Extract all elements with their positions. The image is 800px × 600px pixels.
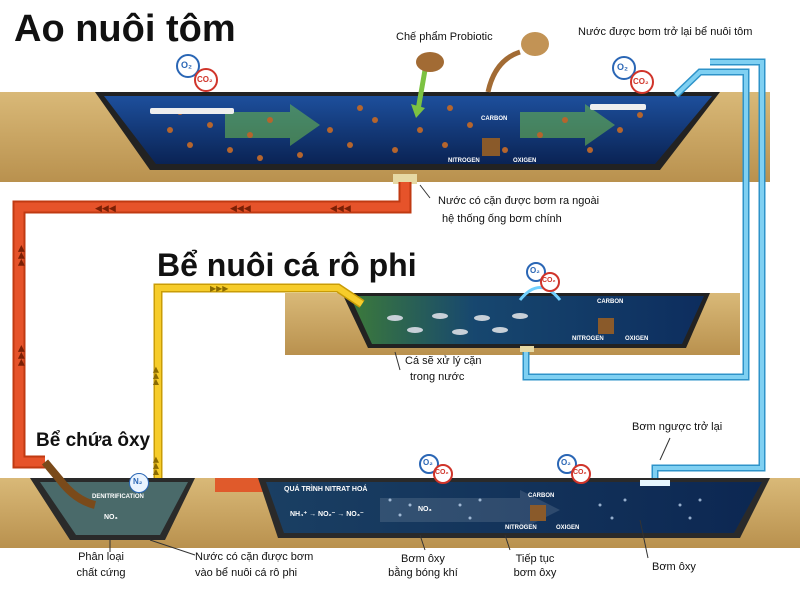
yellow-pipe-arrows: ▶▶▶ ▶▶▶ ▶▶▶ bbox=[151, 284, 229, 475]
co2-icon: CO₂ bbox=[433, 464, 453, 484]
flow-arrow bbox=[520, 104, 615, 146]
yellow-pipe bbox=[155, 285, 364, 520]
svg-text:◀◀◀: ◀◀◀ bbox=[17, 345, 27, 366]
label-sludge-to-fish-2: vào bể nuôi cá rô phi bbox=[195, 567, 298, 579]
title-shrimp-pond: Ao nuôi tôm bbox=[14, 8, 236, 50]
co2-icon: CO₂ bbox=[571, 464, 591, 484]
probiotic-pour bbox=[485, 49, 521, 93]
fountain bbox=[518, 286, 562, 301]
bottom-system bbox=[0, 459, 800, 548]
oxygen-label-tilapia: OXIGEN bbox=[625, 336, 649, 342]
organic-matter bbox=[530, 505, 546, 521]
label-oxy-pump: Bơm ôxy bbox=[652, 561, 696, 573]
label-air-pump-1: Bơm ôxy bbox=[401, 553, 445, 565]
n2-icon: N₂ bbox=[129, 473, 149, 493]
label-probiotic: Chế phẩm Probiotic bbox=[396, 31, 493, 43]
flow-arrow bbox=[380, 490, 560, 530]
fish-group bbox=[387, 313, 528, 335]
o2-text: O₂ bbox=[423, 458, 433, 467]
no3-label: NO₃ bbox=[104, 514, 118, 521]
svg-text:◀◀◀: ◀◀◀ bbox=[95, 203, 116, 213]
co2-text: CO₂ bbox=[542, 277, 556, 284]
nitrogen-label-bottom: NITROGEN bbox=[505, 525, 537, 531]
tilapia-water bbox=[350, 296, 704, 344]
organic-matter bbox=[482, 138, 500, 156]
co2-icon: CO₂ bbox=[630, 70, 654, 94]
label-continue-1: Tiếp tục bbox=[515, 553, 555, 565]
waste-chute bbox=[41, 459, 97, 509]
title-oxygen-tank: Bể chứa ôxy bbox=[36, 430, 151, 451]
label-sludge-out-2: hệ thống ống bơm chính bbox=[442, 213, 562, 225]
co2-text: CO₂ bbox=[573, 469, 587, 476]
leader-lines bbox=[109, 184, 671, 559]
nitrification-label: QUÁ TRÌNH NITRAT HOÁ bbox=[284, 486, 368, 493]
probiotic-bag-right bbox=[521, 32, 549, 56]
shrimp-group bbox=[167, 105, 643, 161]
o2-text: O₂ bbox=[617, 62, 628, 72]
n2-text: N₂ bbox=[133, 477, 143, 486]
svg-text:▶▶▶: ▶▶▶ bbox=[151, 456, 160, 475]
label-fish-process-2: trong nước bbox=[410, 371, 465, 383]
label-sludge-to-fish-1: Nước có cặn được bơm bbox=[195, 551, 314, 563]
denitrification-label: DENITRIFICATION bbox=[92, 494, 144, 500]
label-classify-2: chất cứng bbox=[76, 567, 126, 579]
o2-text: O₂ bbox=[181, 60, 192, 70]
o2-text: O₂ bbox=[561, 458, 571, 467]
label-pump-back: Bơm ngược trở lại bbox=[632, 421, 723, 433]
shrimp-pond bbox=[0, 92, 770, 184]
label-sludge-out-1: Nước có cặn được bơm ra ngoài bbox=[438, 195, 600, 207]
oxygen-label: OXIGEN bbox=[513, 158, 537, 164]
co2-text: CO₂ bbox=[435, 469, 449, 476]
probiotic-arrowhead bbox=[411, 104, 425, 118]
co2-text: CO₂ bbox=[197, 75, 213, 84]
red-pipe-arrows: ◀◀◀ ◀◀◀ ◀◀◀ ◀◀◀ ◀◀◀ bbox=[17, 203, 351, 366]
label-air-pump-2: bằng bóng khí bbox=[388, 567, 458, 579]
co2-text: CO₂ bbox=[633, 77, 649, 86]
nitrogen-label: NITROGEN bbox=[448, 158, 480, 164]
carbon-label-bottom: CARBON bbox=[528, 493, 555, 499]
svg-text:◀◀◀: ◀◀◀ bbox=[330, 203, 351, 213]
probiotic-arrow bbox=[415, 69, 428, 111]
blue-pipe-1 bbox=[524, 70, 748, 379]
nitrification-formula: NH₄⁺ → NO₂⁻ → NO₃⁻ bbox=[290, 511, 364, 518]
svg-text:◀◀◀: ◀◀◀ bbox=[230, 203, 251, 213]
bubbles bbox=[388, 498, 702, 520]
organic-matter bbox=[598, 318, 614, 334]
label-fish-process-1: Cá sẽ xử lý cặn bbox=[405, 355, 482, 367]
oxygen-label-bottom: OXIGEN bbox=[556, 525, 580, 531]
o2-text: O₂ bbox=[530, 266, 540, 275]
carbon-label-tilapia: CARBON bbox=[597, 299, 624, 305]
title-tilapia-tank: Bể nuôi cá rô phi bbox=[157, 247, 417, 283]
blue-pipe-2 bbox=[653, 60, 764, 480]
return-inlet bbox=[640, 480, 670, 486]
label-classify-1: Phân loại bbox=[78, 551, 124, 563]
aerator-left bbox=[150, 108, 234, 114]
nitrogen-label-tilapia: NITROGEN bbox=[572, 336, 604, 342]
svg-text:◀◀◀: ◀◀◀ bbox=[17, 245, 27, 266]
svg-text:▶▶▶: ▶▶▶ bbox=[210, 284, 229, 293]
label-continue-2: bơm ôxy bbox=[513, 567, 557, 579]
sludge-outlet bbox=[393, 174, 417, 184]
probiotic-bag-left bbox=[416, 52, 444, 72]
no3-label-bottom: NO₃ bbox=[418, 506, 432, 513]
nitrification-water bbox=[266, 482, 762, 533]
aerator-right bbox=[590, 104, 646, 110]
co2-icon: CO₂ bbox=[194, 68, 218, 92]
co2-icon: CO₂ bbox=[540, 272, 560, 292]
tilapia-outlet bbox=[520, 346, 534, 352]
carbon-label: CARBON bbox=[481, 116, 508, 122]
svg-text:▶▶▶: ▶▶▶ bbox=[151, 366, 160, 385]
red-pipe bbox=[14, 182, 410, 467]
label-water-return: Nước được bơm trở lại bể nuôi tôm bbox=[578, 26, 753, 38]
